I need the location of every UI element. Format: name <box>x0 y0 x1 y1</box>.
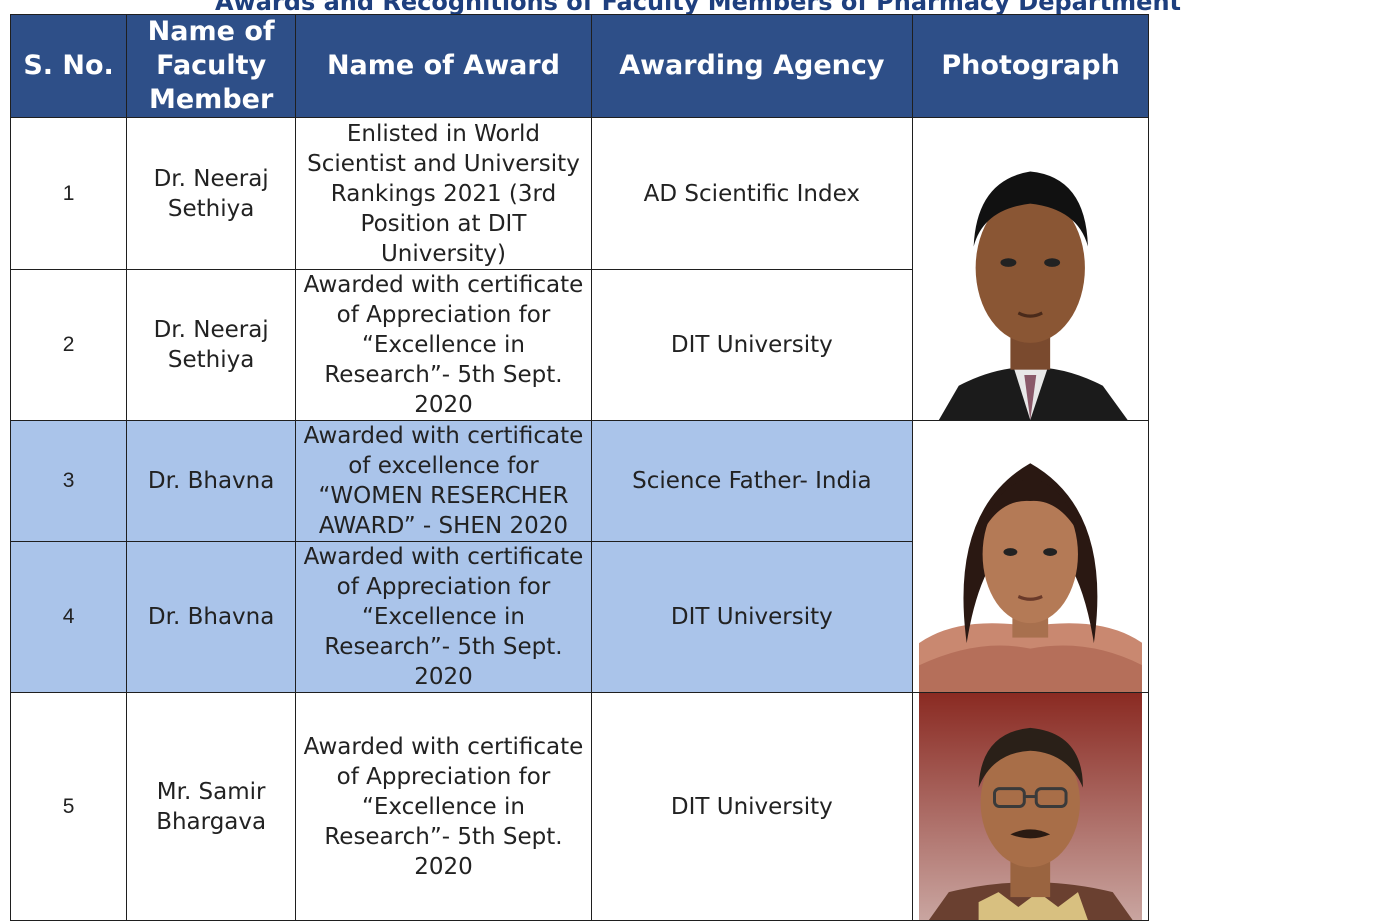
portrait-bhavna-icon <box>918 421 1143 692</box>
table-row: 4 Dr. Bhavna Awarded with certificate of… <box>9 541 1386 693</box>
row-award: Awarded with certificate of excellence f… <box>295 420 592 542</box>
row-award: Awarded with certificate of Appreciation… <box>295 541 592 693</box>
row-sno: 2 <box>9 269 128 421</box>
row-award: Enlisted in World Scientist and Universi… <box>295 117 592 270</box>
row-award: Awarded with certificate of Appreciation… <box>295 269 592 421</box>
header-award: Name of Award <box>295 14 592 118</box>
table-row: 5 Mr. Samir Bhargava Awarded with certif… <box>9 692 1386 921</box>
table-row: 1 Dr. Neeraj Sethiya Enlisted in World S… <box>9 117 1386 421</box>
header-agency: Awarding Agency <box>590 14 913 118</box>
table-row: 2 Dr. Neeraj Sethiya Awarded with certif… <box>9 269 1386 421</box>
row-sno: 3 <box>9 420 128 542</box>
portrait-samir-icon <box>918 693 1143 920</box>
table-row: 3 Dr. Bhavna Awarded with certificate of… <box>9 420 1386 693</box>
row-agency: DIT University <box>590 541 913 693</box>
row-agency: DIT University <box>590 692 913 921</box>
header-faculty: Name of Faculty Member <box>126 14 297 118</box>
faculty-photo-bhavna <box>911 420 1150 693</box>
row-sno: 1 <box>9 117 128 270</box>
row-faculty: Dr. Neeraj Sethiya <box>126 117 297 270</box>
page-heading-strip: Awards and Recognitions of Faculty Membe… <box>0 0 1396 14</box>
awards-table: S. No. Name of Faculty Member Name of Aw… <box>9 14 1386 921</box>
page-heading: Awards and Recognitions of Faculty Membe… <box>214 0 1182 14</box>
portrait-neeraj-icon <box>918 118 1143 420</box>
row-faculty: Dr. Neeraj Sethiya <box>126 269 297 421</box>
row-agency: DIT University <box>590 269 913 421</box>
row-sno: 5 <box>9 692 128 921</box>
row-faculty: Dr. Bhavna <box>126 541 297 693</box>
row-faculty: Mr. Samir Bhargava <box>126 692 297 921</box>
header-sno: S. No. <box>9 14 128 118</box>
header-photo: Photograph <box>911 14 1150 118</box>
row-award: Awarded with certificate of Appreciation… <box>295 692 592 921</box>
row-sno: 4 <box>9 541 128 693</box>
row-agency: AD Scientific Index <box>590 117 913 270</box>
faculty-photo-samir <box>911 692 1150 921</box>
row-faculty: Dr. Bhavna <box>126 420 297 542</box>
faculty-photo-neeraj <box>911 117 1150 421</box>
row-agency: Science Father- India <box>590 420 913 542</box>
table-header-row: S. No. Name of Faculty Member Name of Aw… <box>9 14 1386 118</box>
